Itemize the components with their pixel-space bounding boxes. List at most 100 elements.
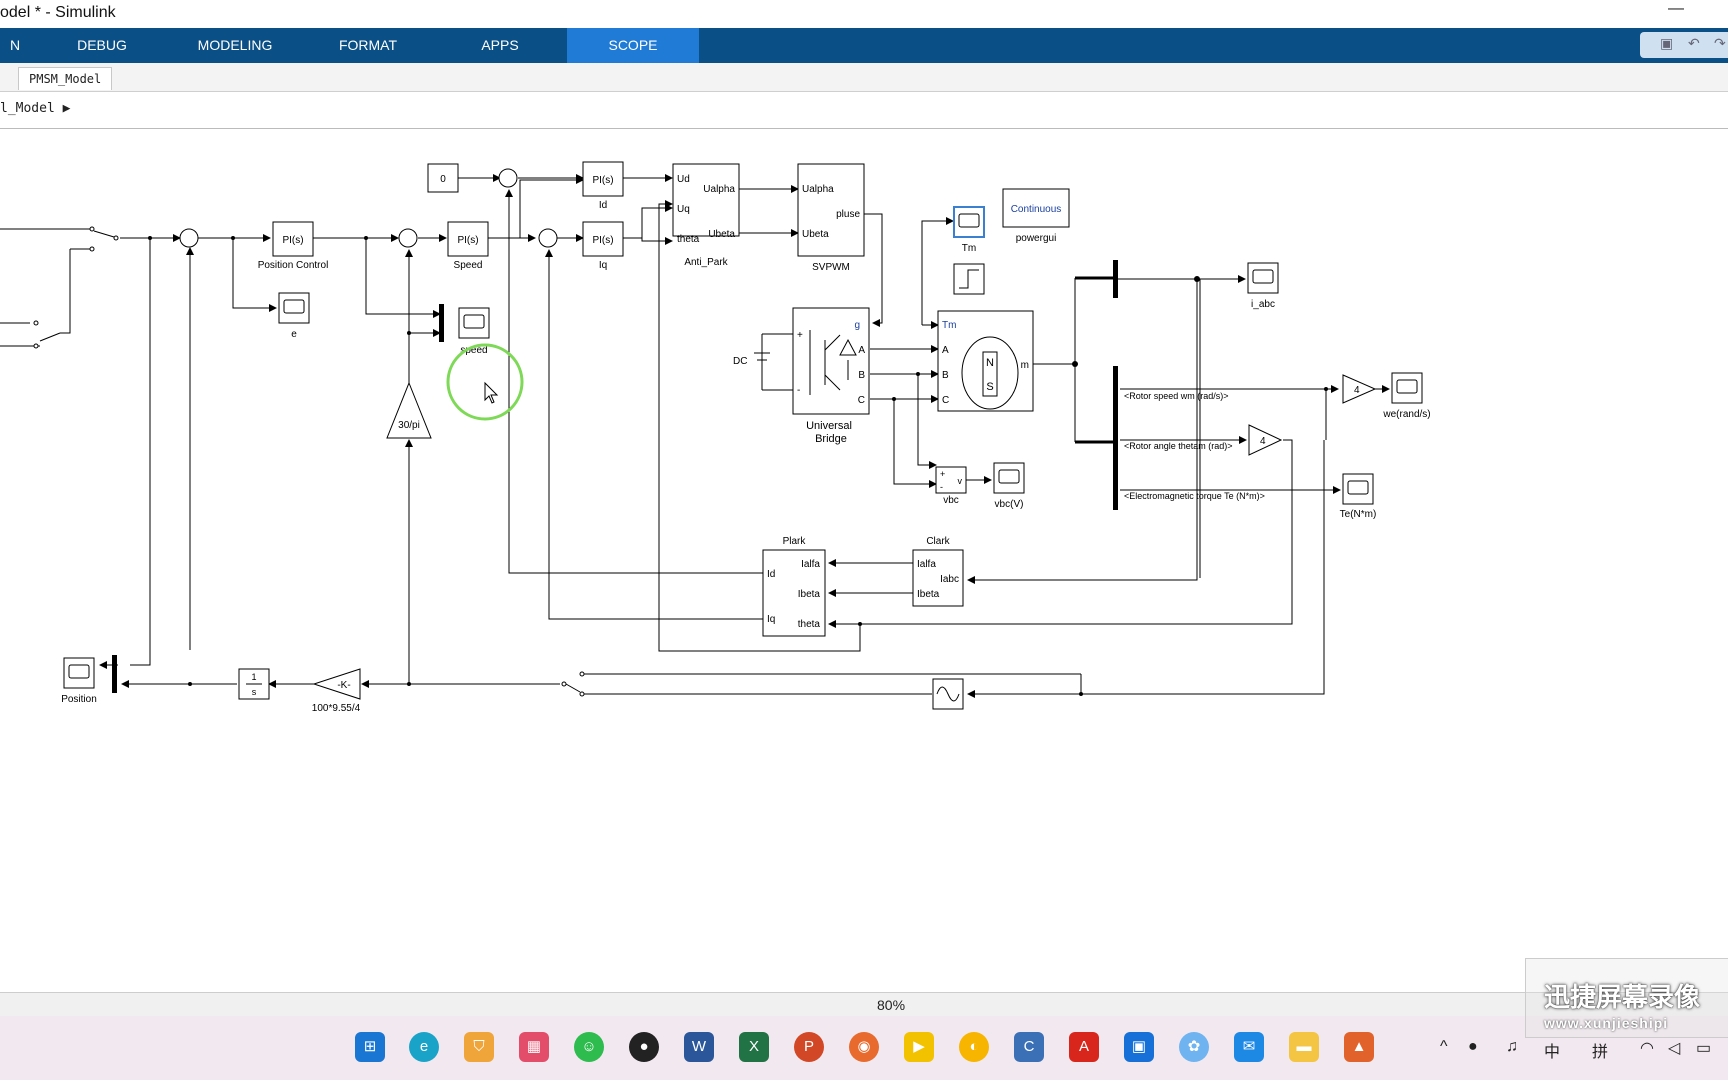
zoom-level[interactable]: 80% xyxy=(877,997,906,1013)
status-bar: 80% xyxy=(0,992,1728,1017)
ime-pinyin[interactable]: 拼 xyxy=(1592,1044,1609,1061)
mail-icon[interactable]: ✉ xyxy=(1234,1032,1264,1062)
plark-block[interactable] xyxy=(762,549,826,637)
wechat-icon[interactable]: ☺ xyxy=(574,1032,604,1062)
redo-icon[interactable]: ↷ xyxy=(1714,35,1726,51)
qq-icon[interactable]: ● xyxy=(629,1032,659,1062)
edge-icon[interactable]: e xyxy=(409,1032,439,1062)
mux-speed[interactable] xyxy=(439,304,444,342)
svg-text:we(rand/s): we(rand/s) xyxy=(1382,409,1430,420)
svg-text:Te(N*m): Te(N*m) xyxy=(1340,509,1377,520)
svg-text:+: + xyxy=(797,330,803,341)
qq-tray-icon[interactable]: ● xyxy=(1468,1038,1478,1055)
apps-icon[interactable]: ▦ xyxy=(519,1032,549,1062)
bus-demux[interactable] xyxy=(1113,366,1118,510)
volume-icon[interactable]: ◁ xyxy=(1668,1040,1681,1057)
pdf-icon[interactable]: A xyxy=(1069,1032,1099,1062)
svg-text:4: 4 xyxy=(1354,385,1360,396)
cad-icon[interactable]: C xyxy=(1014,1032,1044,1062)
model-canvas[interactable]: 0 PI(s) PI(s) PI(s) PI(s) Position Contr… xyxy=(0,129,1728,991)
svg-text:Ialfa: Ialfa xyxy=(917,559,936,570)
svg-text:Plark: Plark xyxy=(783,536,807,547)
pi-iq-block[interactable] xyxy=(582,221,624,257)
ribbon-bar: N DEBUG MODELING FORMAT APPS SCOPE ▣ ↶ ↷ xyxy=(0,28,1728,63)
breadcrumb: l_Model ▶ xyxy=(0,92,1728,129)
svpwm-block[interactable] xyxy=(797,163,865,257)
svg-text:<Rotor speed wm (rad/s)>: <Rotor speed wm (rad/s)> xyxy=(1124,391,1229,401)
svg-text:Ubeta: Ubeta xyxy=(708,229,735,240)
svg-text:pluse: pluse xyxy=(836,209,860,220)
svg-text:1: 1 xyxy=(251,672,256,682)
battery-icon[interactable]: ▭ xyxy=(1696,1040,1712,1057)
sum-position[interactable] xyxy=(179,228,199,248)
gain-4-angle[interactable] xyxy=(1248,424,1283,456)
svg-text:Position Control: Position Control xyxy=(258,260,329,271)
tab-format[interactable]: FORMAT xyxy=(338,37,398,53)
breadcrumb-label[interactable]: l_Model ▶ xyxy=(0,101,71,116)
tab-modeling[interactable]: MODELING xyxy=(197,37,273,53)
svg-text:m: m xyxy=(1021,360,1029,371)
pi-position-block[interactable] xyxy=(272,221,314,257)
svg-text:SVPWM: SVPWM xyxy=(812,262,850,273)
svg-text:g: g xyxy=(854,320,860,331)
wifi-icon[interactable]: ◠ xyxy=(1640,1040,1654,1057)
tab-apps[interactable]: APPS xyxy=(481,37,519,53)
svg-text:S: S xyxy=(986,381,993,393)
svg-text:Iabc: Iabc xyxy=(940,574,959,585)
gain-30pi[interactable] xyxy=(386,381,432,439)
universal-bridge-block[interactable] xyxy=(792,307,870,415)
svg-text:Id: Id xyxy=(599,200,607,211)
clark-block[interactable] xyxy=(912,549,964,607)
sum-iq[interactable] xyxy=(538,228,558,248)
browser-icon[interactable]: ◉ xyxy=(849,1032,879,1062)
svg-text:Tm: Tm xyxy=(942,320,956,331)
start-icon[interactable]: ⊞ xyxy=(355,1032,385,1062)
sum-id[interactable] xyxy=(498,168,518,188)
undo-icon[interactable]: ↶ xyxy=(1688,35,1700,51)
save-icon[interactable]: ▣ xyxy=(1660,35,1674,51)
powergui-block[interactable] xyxy=(1002,188,1070,228)
matlab-icon[interactable]: ▲ xyxy=(1344,1032,1374,1062)
svg-text:Id: Id xyxy=(767,569,775,580)
constant-block[interactable] xyxy=(427,163,459,193)
security-icon[interactable]: ⛉ xyxy=(464,1032,494,1062)
powerpoint-icon[interactable]: P xyxy=(794,1032,824,1062)
ime-chinese[interactable]: 中 xyxy=(1544,1044,1561,1061)
simulink-diagram[interactable]: 0 PI(s) PI(s) PI(s) PI(s) Position Contr… xyxy=(0,129,1728,991)
step-block[interactable] xyxy=(953,263,985,295)
excel-icon[interactable]: X xyxy=(739,1032,769,1062)
word-icon[interactable]: W xyxy=(684,1032,714,1062)
player-icon[interactable]: ▶ xyxy=(904,1032,934,1062)
model-tab[interactable]: PMSM_Model xyxy=(18,67,113,90)
svg-text:C: C xyxy=(942,395,949,406)
svg-text:-K-: -K- xyxy=(337,680,350,691)
voltage-measurement-block[interactable] xyxy=(935,466,967,494)
tab-simulation[interactable]: N xyxy=(9,37,21,53)
svg-text:B: B xyxy=(942,370,949,381)
svg-text:theta: theta xyxy=(798,619,821,630)
svg-text:speed: speed xyxy=(460,345,487,356)
svg-text:Ualpha: Ualpha xyxy=(802,184,834,195)
gain-4-speed[interactable] xyxy=(1342,374,1377,404)
anti-park-block[interactable] xyxy=(672,163,740,237)
svg-text:B: B xyxy=(858,370,865,381)
video-icon[interactable]: ▣ xyxy=(1124,1032,1154,1062)
cloud-icon[interactable]: ✿ xyxy=(1179,1032,1209,1062)
microphone-icon[interactable]: ♫ xyxy=(1506,1038,1518,1055)
folder-icon[interactable]: ▬ xyxy=(1289,1032,1319,1062)
globe-icon[interactable]: ◐ xyxy=(959,1032,989,1062)
pi-speed-block[interactable] xyxy=(447,221,489,257)
svg-text:Ud: Ud xyxy=(677,174,690,185)
minimize-button[interactable]: — xyxy=(1668,0,1684,17)
sum-speed[interactable] xyxy=(398,228,418,248)
svg-text:Tm: Tm xyxy=(962,243,976,254)
pi-id-block[interactable] xyxy=(582,161,624,197)
tab-debug[interactable]: DEBUG xyxy=(77,37,127,53)
gain-k-block[interactable] xyxy=(312,668,361,700)
svg-text:e: e xyxy=(291,329,297,340)
bus-selector[interactable] xyxy=(1113,260,1118,298)
window-title: odel * - Simulink xyxy=(0,4,116,21)
chevron-up-icon[interactable]: ^ xyxy=(1440,1038,1448,1055)
tab-scope[interactable]: SCOPE xyxy=(567,28,699,63)
mux-position[interactable] xyxy=(112,655,117,693)
